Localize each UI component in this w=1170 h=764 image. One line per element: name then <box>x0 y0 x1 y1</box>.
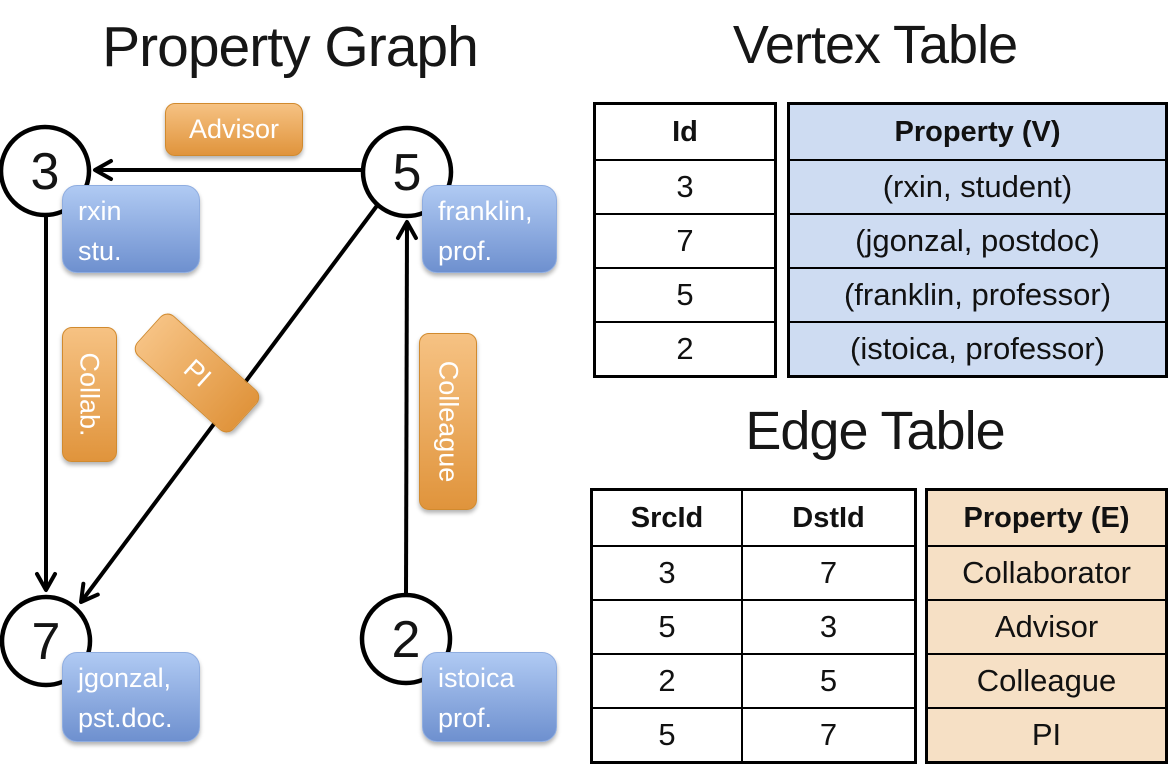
table-cell: Colleague <box>928 653 1165 707</box>
table-cell: (jgonzal, postdoc) <box>790 213 1165 267</box>
table-cell: 5 <box>593 599 741 653</box>
vertex-id-3: 3 <box>31 143 60 201</box>
node-label-jgonzal: jgonzal, pst.doc. <box>62 652 200 742</box>
node-label-istoica: istoica prof. <box>422 652 557 742</box>
edge-label-collab-text: Collab. <box>75 352 106 437</box>
vertex-id-2: 2 <box>392 611 421 669</box>
edge-label-pi-text: PI <box>177 352 217 393</box>
vertex-table-id-header: Id <box>672 115 698 148</box>
vertex-table-id-column: Id 3 7 5 2 <box>593 102 777 378</box>
table-cell: 2 <box>593 653 741 707</box>
node-label-jgonzal-line2: pst.doc. <box>78 703 173 733</box>
node-label-franklin-line2: prof. <box>438 236 493 266</box>
vertex-table-property-column: Property (V) (rxin, student) (jgonzal, p… <box>787 102 1168 378</box>
vertex-id-5: 5 <box>393 144 422 202</box>
table-cell: Advisor <box>928 599 1165 653</box>
table-cell: 3 <box>743 599 914 653</box>
edge-table: SrcId 3 5 2 5 DstId 7 3 5 7 Property (E)… <box>590 488 1168 764</box>
table-cell: 5 <box>596 267 774 321</box>
edge-table-dstid-header: DstId <box>792 501 865 534</box>
edge-label-colleague-text: Colleague <box>433 360 464 483</box>
edge-table-id-columns: SrcId 3 5 2 5 DstId 7 3 5 7 <box>590 488 917 764</box>
node-label-franklin-line1: franklin, <box>438 196 533 226</box>
table-cell: 7 <box>743 707 914 761</box>
edge-2-to-5-colleague <box>395 220 418 596</box>
edge-label-colleague: Colleague <box>419 333 477 510</box>
node-label-franklin: franklin, prof. <box>422 185 557 273</box>
edge-label-collab: Collab. <box>62 327 117 462</box>
table-cell: PI <box>928 707 1165 761</box>
edge-table-title: Edge Table <box>745 401 1005 461</box>
table-cell: 2 <box>596 321 774 375</box>
table-cell: 7 <box>596 213 774 267</box>
vertex-id-7: 7 <box>32 613 61 671</box>
node-label-rxin-line1: rxin <box>78 196 122 226</box>
table-cell: (franklin, professor) <box>790 267 1165 321</box>
table-cell: Collaborator <box>928 545 1165 599</box>
edge-label-advisor: Advisor <box>165 103 303 156</box>
node-label-istoica-line1: istoica <box>438 663 515 693</box>
edge-label-advisor-text: Advisor <box>188 114 280 144</box>
vertex-table: Id 3 7 5 2 Property (V) (rxin, student) … <box>593 102 1168 378</box>
edge-table-property-column: Property (E) Collaborator Advisor Collea… <box>925 488 1168 764</box>
node-label-rxin-line2: stu. <box>78 236 122 266</box>
vertex-table-property-header: Property (V) <box>894 115 1061 148</box>
edge-table-srcid-column: SrcId 3 5 2 5 <box>593 491 741 761</box>
table-cell: 5 <box>743 653 914 707</box>
edge-table-srcid-header: SrcId <box>630 501 704 534</box>
table-cell: 7 <box>743 545 914 599</box>
edge-table-property-header: Property (E) <box>963 501 1130 534</box>
table-cell: (istoica, professor) <box>790 321 1165 375</box>
table-cell: 5 <box>593 707 741 761</box>
node-label-jgonzal-line1: jgonzal, <box>78 663 172 693</box>
table-cell: (rxin, student) <box>790 159 1165 213</box>
table-cell: 3 <box>596 159 774 213</box>
node-label-istoica-line2: prof. <box>438 703 493 733</box>
vertex-table-title: Vertex Table <box>732 15 1018 75</box>
table-cell: 3 <box>593 545 741 599</box>
node-label-rxin: rxin stu. <box>62 185 200 273</box>
edge-table-dstid-column: DstId 7 3 5 7 <box>741 491 914 761</box>
property-graph-title: Property Graph <box>102 15 479 79</box>
